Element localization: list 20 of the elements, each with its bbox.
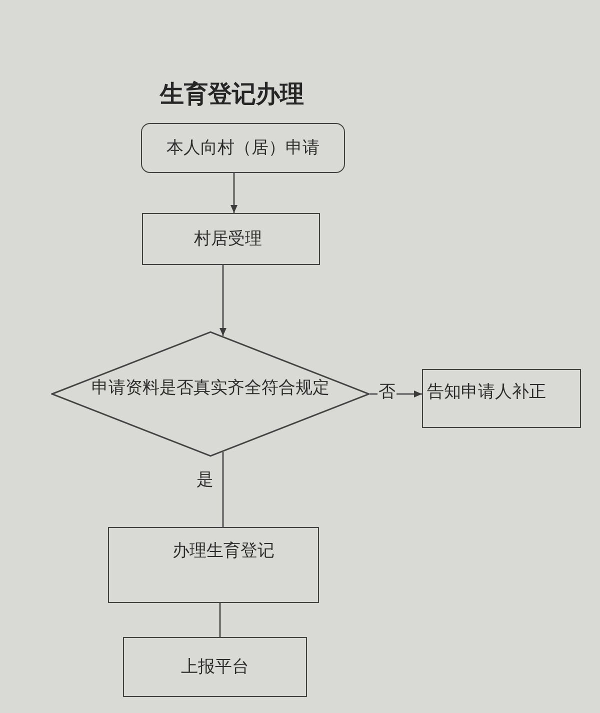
process-box [108,527,319,603]
decision-diamond [51,331,370,457]
rounded-process-box [141,123,345,173]
arrow [230,173,238,213]
edge-label: 否 [378,382,396,402]
step-label: 村居受理 [194,228,262,250]
step-label: 上报平台 [181,656,249,678]
arrow [220,265,226,336]
step-label: 申请资料是否真实齐全符合规定 [92,378,330,398]
edge-label: 是 [196,470,214,490]
step-label: 办理生育登记 [172,541,274,562]
arrow [370,390,422,398]
process-box [142,213,320,265]
diagram-title: 生育登记办理 [158,79,305,110]
process-box [123,637,307,697]
connector-line [219,603,221,637]
step-label: 本人向村（居）申请 [166,138,320,158]
step-label: 告知申请人补正 [427,382,546,402]
process-box [422,369,581,428]
connector-line [222,452,224,527]
